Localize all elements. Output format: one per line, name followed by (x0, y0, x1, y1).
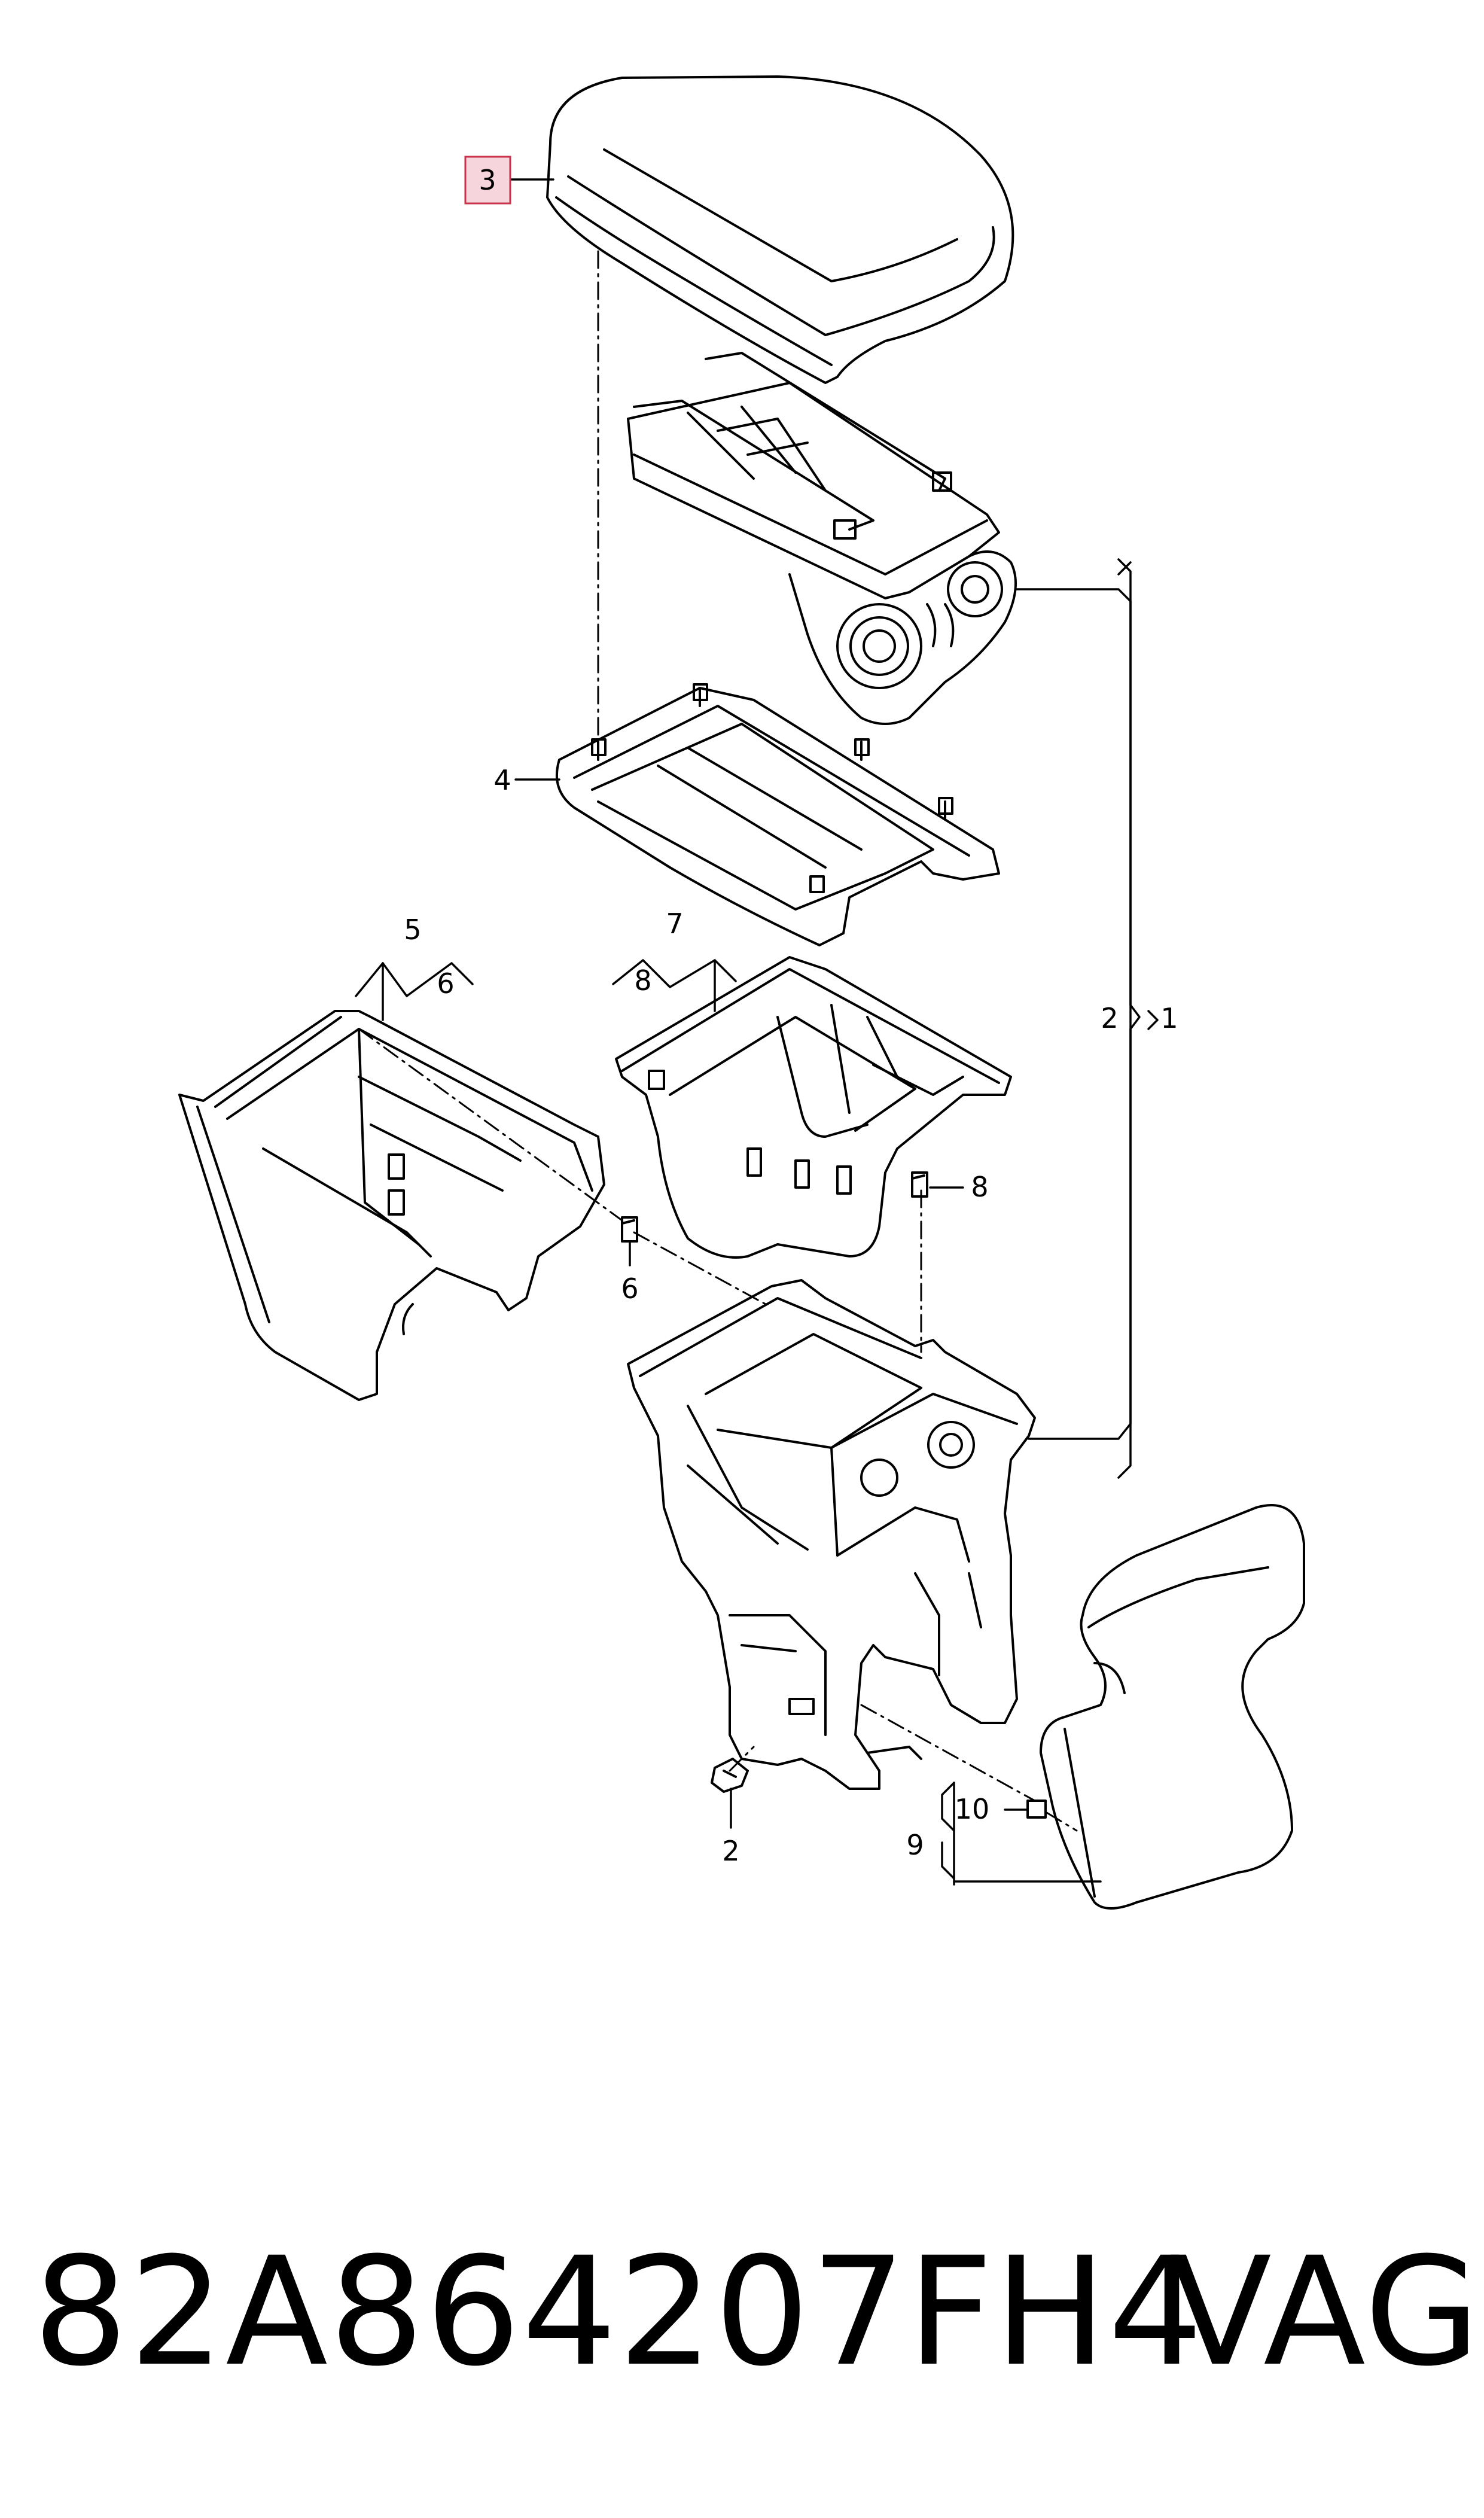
callout-2-group: 2 (1101, 1002, 1118, 1034)
storage-box-part (615, 956, 1012, 1259)
armrest-hinge-mechanism (627, 352, 1017, 725)
callout-6-clip: 6 (621, 1272, 638, 1305)
callout-10: 10 (955, 1793, 990, 1825)
brand-name: VAG (1169, 2225, 1482, 2399)
clip-part-2 (711, 1758, 749, 1793)
assembly-lines (358, 250, 1078, 1832)
callout-2-clip: 2 (722, 1835, 739, 1867)
leader-lines (355, 178, 1159, 1886)
callout-5: 5 (404, 914, 421, 946)
side-trim-panel-part (178, 1010, 605, 1401)
callout-8-clip: 8 (971, 1171, 988, 1203)
part-number: 82A864207FH4 (33, 2225, 1205, 2399)
highlighted-callout-box (464, 156, 511, 205)
clip-part-10 (1026, 1800, 1047, 1819)
part-number-footer: 82A864207FH4VAG (33, 2225, 1480, 2399)
callout-3: 3 (479, 164, 496, 196)
callout-4: 4 (493, 764, 511, 796)
tray-frame-part (555, 683, 1000, 946)
callout-8-top: 8 (634, 964, 651, 997)
console-main-frame (627, 1279, 1036, 1790)
callout-1: 1 (1160, 1002, 1178, 1034)
callout-9: 9 (906, 1829, 924, 1861)
armrest-lid-part (546, 75, 1014, 384)
clip-part-6 (621, 1216, 638, 1243)
clip-part-8 (911, 1171, 928, 1198)
callout-6-top: 6 (437, 967, 454, 1000)
callout-7: 7 (666, 908, 683, 940)
rear-trim-panel-part (1040, 1504, 1305, 1910)
